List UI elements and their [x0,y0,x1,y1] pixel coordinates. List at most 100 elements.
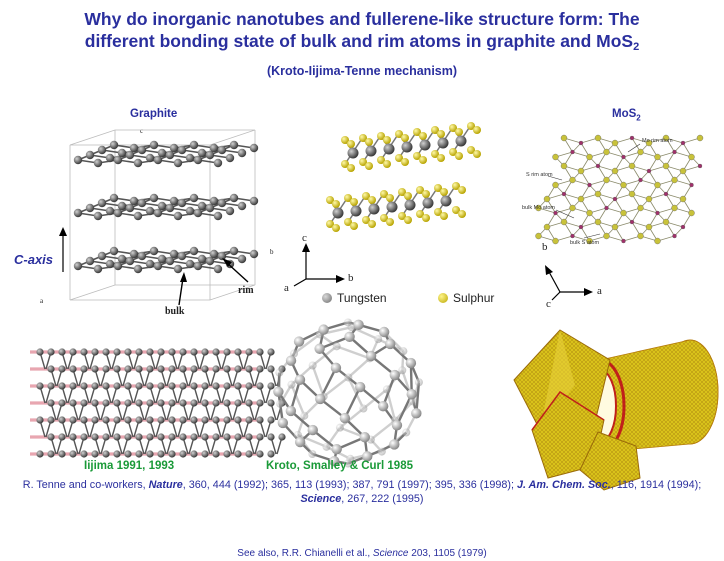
graphite-atom [117,201,127,211]
graphite-atom [209,196,219,206]
sulphur-dot-icon [438,293,448,303]
graphite-atom [153,261,163,271]
graphite-atom [217,251,227,261]
graphite-atom [117,254,127,264]
graphite-atom [185,259,195,269]
c-axis-label: C-axis [14,252,54,267]
graphite-atom [173,158,183,168]
graphite-atom [73,261,83,271]
rim-label: rim [238,285,254,296]
graphite-atom [97,198,107,208]
see-also-reference: See also, R.R. Chianelli et al., Science… [237,548,487,559]
graphite-atom [109,193,119,203]
graphite-atom [149,246,159,256]
mo-rim-atom-label: Mo rim atom [642,138,673,144]
bulk-label: bulk [165,306,185,317]
mos2-axis-a: a [597,285,602,297]
graphite-atom [133,211,143,221]
ws2-axis-a: a [284,282,289,294]
graphite-atom [137,198,147,208]
graphite-atom [225,153,235,163]
bulk-s-atom-label: bulk S atom [570,240,600,246]
page-title: Why do inorganic nanotubes and fullerene… [0,8,724,58]
mos2-heading: MoS2 [612,108,641,123]
graphite-atom [85,256,95,266]
graphite-atom [193,261,203,271]
graphite-corner-c: c [140,127,144,135]
graphite-atom [165,150,175,160]
graphite-atom [129,143,139,153]
graphite-atom [145,259,155,269]
graphite-atom [189,193,199,203]
graphite-atom [177,145,187,155]
graphite-atom [225,206,235,216]
mos2-axis-b: b [542,241,548,253]
graphite-atom [157,254,167,264]
graphite-atom [197,254,207,264]
ws2-corner-b: b [270,248,274,256]
graphite-atom [153,208,163,218]
graphite-atom [145,153,155,163]
graphite-atom [93,158,103,168]
graphite-atom [185,153,195,163]
graphite-atom [125,150,135,160]
graphite-corner-a: a [40,297,44,305]
legend-tungsten: Tungsten [322,291,387,305]
graphite-atom [249,249,259,259]
graphite-atom [229,140,239,150]
graphite-atom [189,246,199,256]
graphite-atom [85,203,95,213]
graphite-atom [117,148,127,158]
graphite-atom [93,264,103,274]
subtitle: (Kroto-Iijima-Tenne mechanism) [266,64,458,78]
iijima-caption: Iijima 1991, 1993 [84,460,175,472]
graphite-atom [229,193,239,203]
legend-sulphur: Sulphur [438,291,494,305]
graphite-atom [137,145,147,155]
graphite-atom [205,256,215,266]
graphite-atom [205,150,215,160]
graphite-atom [237,254,247,264]
graphite-atom [165,256,175,266]
graphite-atom [193,208,203,218]
graphite-atom [105,259,115,269]
graphite-atom [177,198,187,208]
graphite-atom [157,201,167,211]
graphite-atom [213,264,223,274]
graphite-atom [113,208,123,218]
tungsten-dot-icon [322,293,332,303]
graphite-atom [97,145,107,155]
graphite-atom [193,155,203,165]
graphite-atom [229,246,239,256]
ws2-axis-c: c [302,232,307,244]
graphite-atom [249,143,259,153]
references: R. Tenne and co-workers, Nature, 360, 44… [22,479,702,505]
graphite-atom [149,193,159,203]
graphite-atom [217,145,227,155]
graphite-atom [177,251,187,261]
graphite-atom [145,206,155,216]
graphite-atom [213,211,223,221]
graphite-atom [157,148,167,158]
graphite-atom [185,206,195,216]
graphite-heading: Graphite [130,108,178,120]
graphite-atom [125,256,135,266]
graphite-atom [133,264,143,274]
graphite-atom [197,201,207,211]
graphite-atom [209,249,219,259]
graphite-atom [105,206,115,216]
graphite-atom [109,140,119,150]
title-line-2: different bonding state of bulk and rim … [84,31,640,53]
graphite-atom [129,249,139,259]
graphite-atom [149,140,159,150]
graphite-atom [137,251,147,261]
graphite-atom [113,261,123,271]
graphite-atom [169,196,179,206]
graphite-atom [105,153,115,163]
graphite-atom [205,203,215,213]
ws2-axis-b: b [348,272,354,284]
